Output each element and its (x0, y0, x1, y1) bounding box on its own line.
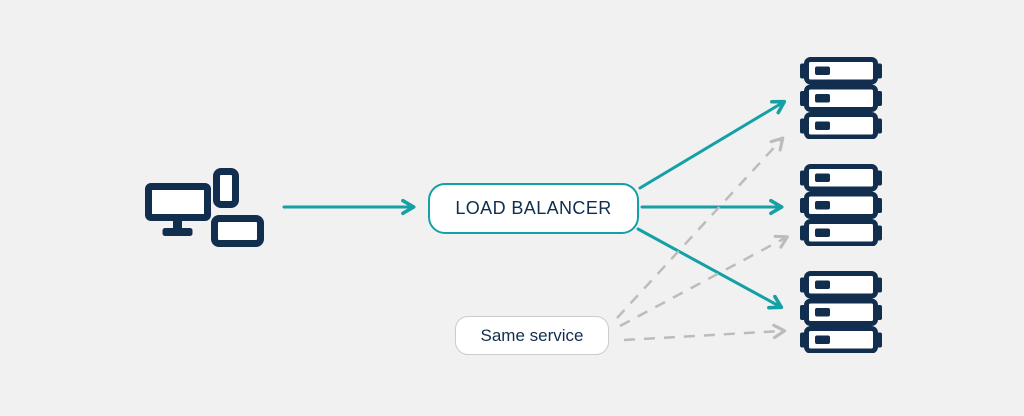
dashed-arrow-same-service-to-server-2 (619, 234, 789, 328)
load-balancer-label: LOAD BALANCER (455, 198, 612, 218)
dashed-arrow-same-service-to-server-1 (616, 136, 785, 319)
same-service-label: Same service (480, 325, 584, 345)
same-service-box: Same service (455, 316, 609, 355)
arrow-load-balancer-to-server-3 (636, 227, 784, 310)
server-stack-icon-2 (800, 164, 882, 246)
load-balancer-box: LOAD BALANCER (428, 183, 639, 234)
server-stack-icon-1 (800, 57, 882, 139)
client-devices-icon (145, 168, 264, 247)
arrow-load-balancer-to-server-1 (638, 99, 787, 190)
server-stack-icon-3 (800, 271, 882, 353)
dashed-arrow-same-service-to-server-3 (623, 323, 787, 342)
